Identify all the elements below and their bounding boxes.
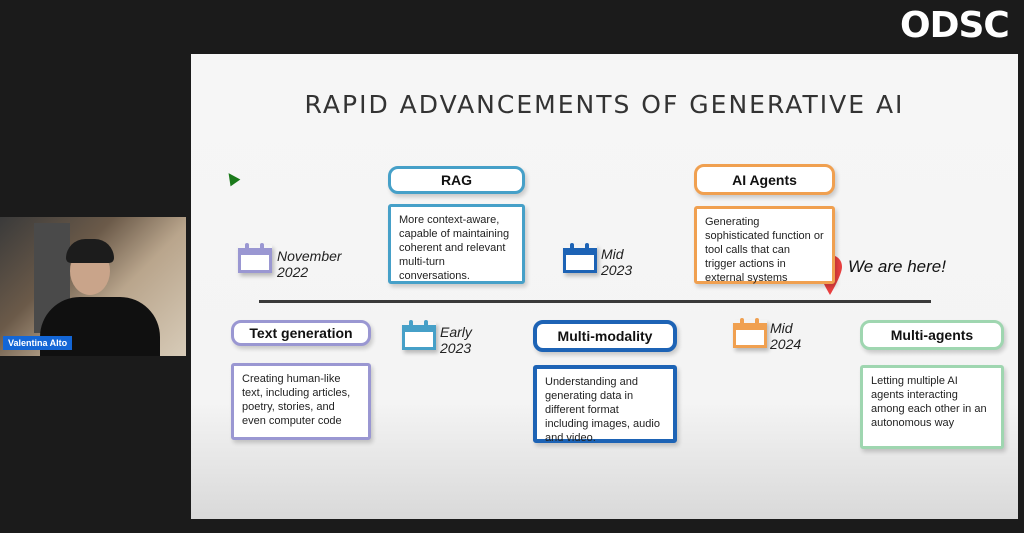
odsc-logo: ODSC xyxy=(900,4,1010,46)
we-are-here-label: We are here! xyxy=(848,257,946,276)
milestone-label-multi-agents: Multi-agents xyxy=(860,320,1004,350)
milestone-label-multi-modality: Multi-modality xyxy=(533,320,677,352)
milestone-desc-multi-agents: Letting multiple AI agents interacting a… xyxy=(860,365,1004,449)
timeline-axis xyxy=(259,300,931,303)
milestone-label-ai-agents: AI Agents xyxy=(694,164,835,195)
calendar-icon xyxy=(402,320,436,350)
presenter-hair xyxy=(66,239,114,263)
milestone-desc-multi-modality: Understanding and generating data in dif… xyxy=(533,365,677,444)
presenter-name-tag: Valentina Alto xyxy=(3,336,73,350)
calendar-icon xyxy=(238,243,272,273)
calendar-icon xyxy=(563,243,597,273)
milestone-desc-text-generation: Creating human-like text, including arti… xyxy=(231,363,371,440)
milestone-desc-ai-agents: Generating sophisticated function or too… xyxy=(694,206,835,284)
presentation-slide: RAPID ADVANCEMENTS OF GENERATIVE AI Nove… xyxy=(191,54,1018,519)
presenter-video: Valentina Alto xyxy=(0,217,186,356)
calendar-icon xyxy=(733,318,767,348)
milestone-desc-rag: More context-aware, capable of maintaini… xyxy=(388,204,525,284)
mouse-cursor-icon xyxy=(223,169,241,187)
milestone-label-rag: RAG xyxy=(388,166,525,194)
milestone-label-text-generation: Text generation xyxy=(231,320,371,346)
slide-title: RAPID ADVANCEMENTS OF GENERATIVE AI xyxy=(304,90,905,119)
